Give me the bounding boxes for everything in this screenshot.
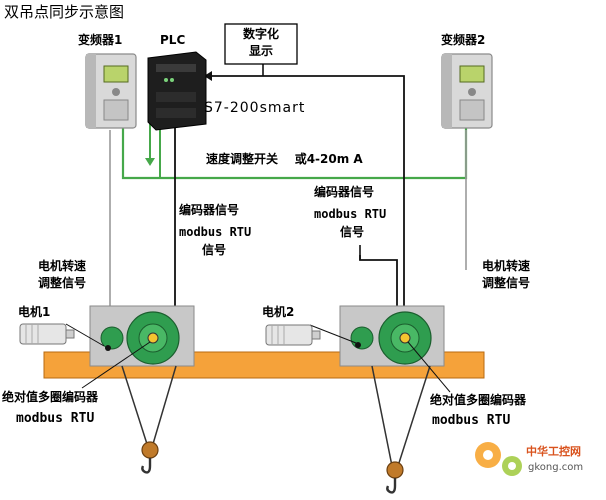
motor-speed-right-2: 调整信号 xyxy=(482,276,531,290)
encoder-left-label-2: modbus RTU xyxy=(16,411,95,426)
motor-pulley-right xyxy=(350,326,374,350)
display-line1: 数字化 xyxy=(242,27,279,41)
encoder-left-label-1: 绝对值多圈编码器 xyxy=(2,390,99,404)
plc-model: S7-200smart xyxy=(204,100,306,116)
motor-speed-left-2: 调整信号 xyxy=(38,276,87,290)
motor2-leader xyxy=(309,324,357,344)
motor-right-dot xyxy=(355,342,361,348)
encoder-right-to-plc xyxy=(359,255,398,310)
encoder-right-leader xyxy=(407,341,451,393)
watermark-url: gkong.com xyxy=(528,462,584,473)
hook-left-icon xyxy=(141,458,152,474)
encoder-left-leader xyxy=(81,341,151,389)
encoder-left-dot xyxy=(147,332,159,344)
motor-speed-right-1: 电机转速 xyxy=(482,259,531,273)
encoder-signal-left-1: 编码器信号 xyxy=(179,203,240,217)
encoder-signal-left-3: 信号 xyxy=(202,243,227,257)
rope-right-b xyxy=(397,365,431,467)
diagram-title: 双吊点同步示意图 xyxy=(4,3,125,21)
encoder-signal-right-3: 信号 xyxy=(340,225,365,239)
arrow-head-plc-vfd1 xyxy=(145,158,155,166)
rope-left-a xyxy=(121,365,148,445)
hook-right-icon xyxy=(386,478,397,494)
arrow-head-display xyxy=(204,71,212,81)
vfd2-label: 变频器2 xyxy=(441,33,486,47)
encoder-right-dot xyxy=(399,332,411,344)
display-box xyxy=(224,23,298,65)
display-line2: 显示 xyxy=(248,44,273,58)
encoder-right-label-2: modbus RTU xyxy=(432,413,511,428)
motor2-icon xyxy=(265,324,321,346)
motor-pulley-left xyxy=(100,326,124,350)
speed-signal-label: 速度调整开关 或4-20m A xyxy=(206,152,363,166)
encoder-right-label-1: 绝对值多圈编码器 xyxy=(430,393,527,407)
hook-pulley-right xyxy=(386,461,404,479)
plc-device xyxy=(147,51,207,131)
encoder-signal-right-1: 编码器信号 xyxy=(314,185,375,199)
vfd2-device xyxy=(441,53,493,129)
plc-to-display-line xyxy=(210,75,405,320)
motor1-label: 电机1 xyxy=(18,305,51,319)
motor2-label: 电机2 xyxy=(262,305,295,319)
rope-left-b xyxy=(152,365,177,445)
vfd1-device xyxy=(85,53,137,129)
plc-label: PLC xyxy=(160,33,186,47)
motor1-icon xyxy=(19,323,75,345)
motor-speed-left-1: 电机转速 xyxy=(38,259,87,273)
encoder-signal-left-2: modbus RTU xyxy=(179,225,252,239)
vfd1-label: 变频器1 xyxy=(78,33,123,47)
motor1-leader xyxy=(65,323,105,347)
encoder-signal-right-2: modbus RTU xyxy=(314,207,387,221)
motor-left-dot xyxy=(105,345,111,351)
hook-pulley-left xyxy=(141,441,159,459)
watermark-text: 中华工控网 xyxy=(526,445,581,458)
rope-right-a xyxy=(371,365,393,467)
watermark-gear-icon xyxy=(475,442,522,476)
